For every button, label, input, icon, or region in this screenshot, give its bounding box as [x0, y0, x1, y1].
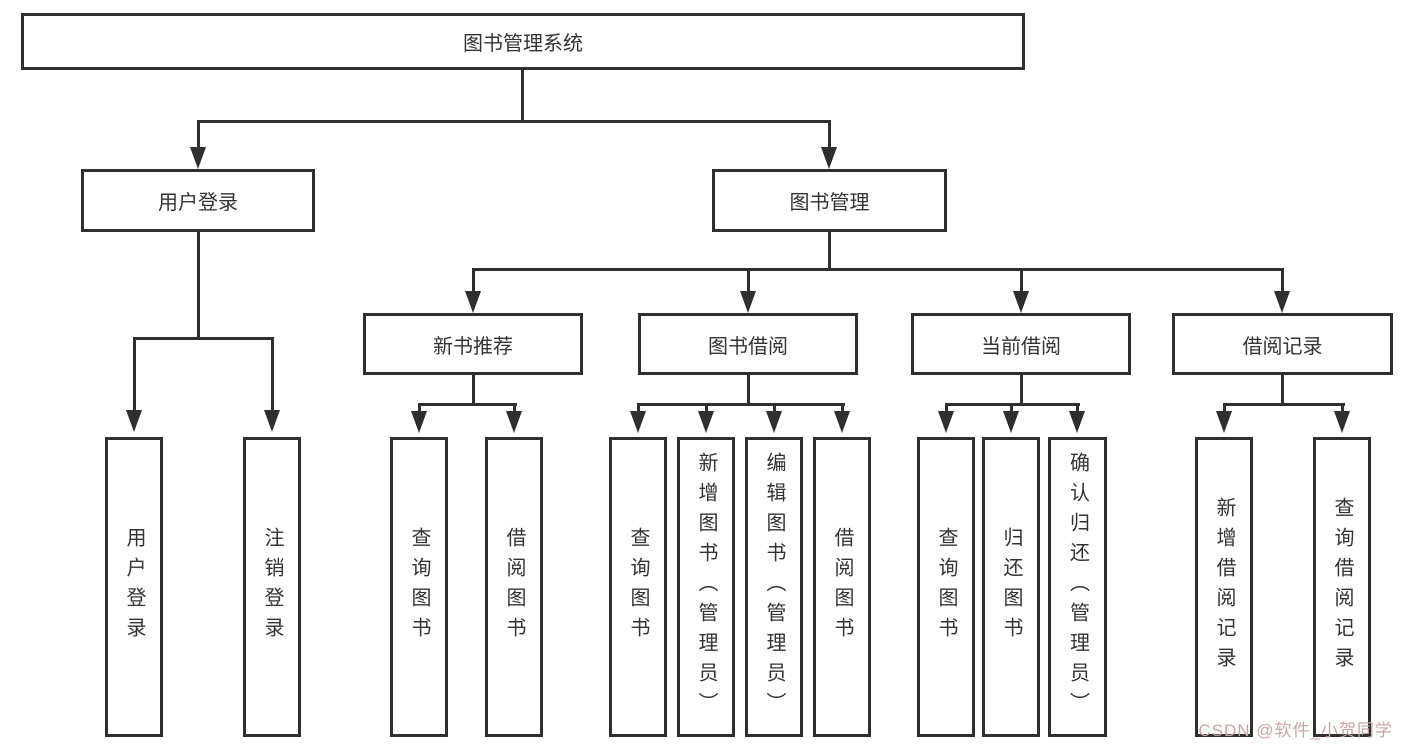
arrow-down-icon [1274, 291, 1290, 313]
leaf-label: 注销登录 [261, 527, 283, 647]
connector-line [1341, 403, 1344, 413]
connector-line [133, 337, 136, 412]
arrow-down-icon [630, 411, 646, 433]
arrow-down-icon [264, 410, 280, 432]
arrow-down-icon [1216, 411, 1232, 433]
connector-line [1010, 403, 1013, 413]
node-borrow-records: 借阅记录 [1172, 313, 1393, 375]
arrow-down-icon [1069, 411, 1085, 433]
connector-line [1020, 268, 1023, 294]
arrow-down-icon [1003, 411, 1019, 433]
connector-line [773, 403, 776, 413]
connector-line [513, 403, 516, 413]
connector-line [637, 403, 640, 413]
arrow-down-icon [411, 411, 427, 433]
leaf-label: 查询图书 [935, 527, 957, 647]
node-new-book-recommend-label: 新书推荐 [433, 335, 513, 358]
connector-line [133, 337, 274, 340]
leaf-label: 新增图书（管理员） [695, 452, 717, 722]
arrow-down-icon [834, 411, 850, 433]
connector-line [637, 403, 845, 406]
node-book-management: 图书管理 [712, 169, 947, 232]
connector-line [197, 120, 200, 149]
connector-line [945, 403, 948, 413]
connector-line [197, 120, 831, 123]
node-book-management-label: 图书管理 [789, 192, 870, 214]
leaf-label: 编辑图书（管理员） [763, 452, 785, 722]
connector-line [521, 70, 524, 121]
connector-line [841, 403, 844, 413]
connector-line [1076, 403, 1079, 413]
node-root-label: 图书管理系统 [463, 33, 583, 55]
arrow-down-icon [938, 411, 954, 433]
connector-line [472, 268, 1284, 271]
leaf-edit-books-admin: 编辑图书（管理员） [745, 437, 803, 737]
connector-line [828, 232, 831, 269]
arrow-down-icon [1334, 411, 1350, 433]
node-root: 图书管理系统 [21, 13, 1025, 70]
node-current-borrow-label: 当前借阅 [981, 335, 1061, 358]
connector-line [271, 337, 274, 412]
leaf-borrow-books: 借阅图书 [813, 437, 871, 737]
arrow-down-icon [698, 411, 714, 433]
arrow-down-icon [190, 147, 206, 169]
connector-line [1281, 268, 1284, 294]
leaf-borrow-books-recommend: 借阅图书 [485, 437, 543, 737]
node-user-login-label: 用户登录 [158, 192, 238, 214]
arrow-down-icon [506, 411, 522, 433]
connector-line [1281, 375, 1284, 404]
leaf-return-books: 归还图书 [982, 437, 1040, 737]
leaf-label: 借阅图书 [831, 527, 853, 647]
leaf-label: 查询借阅记录 [1331, 497, 1353, 677]
leaf-label: 借阅图书 [503, 527, 525, 647]
arrow-down-icon [126, 410, 142, 432]
leaf-query-borrow-record: 查询借阅记录 [1313, 437, 1371, 737]
leaf-label: 归还图书 [1000, 527, 1022, 647]
csdn-watermark: CSDN @软件_小贺同学 [1198, 721, 1393, 740]
connector-line [828, 120, 831, 149]
leaf-label: 查询图书 [627, 527, 649, 647]
node-book-borrow-label: 图书借阅 [708, 335, 788, 358]
connector-line [747, 375, 750, 404]
arrow-down-icon [740, 291, 756, 313]
node-user-login: 用户登录 [81, 169, 315, 232]
leaf-add-books-admin: 新增图书（管理员） [677, 437, 735, 737]
leaf-label: 新增借阅记录 [1213, 497, 1235, 677]
leaf-label: 查询图书 [408, 527, 430, 647]
node-borrow-records-label: 借阅记录 [1242, 335, 1323, 358]
arrow-down-icon [465, 291, 481, 313]
connector-line [472, 375, 475, 404]
node-book-borrow: 图书借阅 [638, 313, 858, 375]
connector-line [1223, 403, 1345, 406]
leaf-query-books-recommend: 查询图书 [390, 437, 448, 737]
connector-line [472, 268, 475, 294]
leaf-query-books-current: 查询图书 [917, 437, 975, 737]
connector-line [1223, 403, 1226, 413]
connector-line [418, 403, 517, 406]
arrow-down-icon [766, 411, 782, 433]
leaf-user-login: 用户登录 [105, 437, 163, 737]
leaf-label: 确认归还（管理员） [1066, 452, 1089, 722]
leaf-query-books-borrow: 查询图书 [609, 437, 667, 737]
node-current-borrow: 当前借阅 [911, 313, 1131, 375]
leaf-label: 用户登录 [123, 527, 145, 647]
connector-line [1020, 375, 1023, 404]
connector-line [705, 403, 708, 413]
arrow-down-icon [1013, 291, 1029, 313]
leaf-logout: 注销登录 [243, 437, 301, 737]
node-new-book-recommend: 新书推荐 [363, 313, 583, 375]
arrow-down-icon [821, 147, 837, 169]
connector-line [747, 268, 750, 294]
connector-line [418, 403, 421, 413]
leaf-add-borrow-record: 新增借阅记录 [1195, 437, 1253, 737]
connector-line [197, 232, 200, 338]
leaf-confirm-return-admin: 确认归还（管理员） [1048, 437, 1107, 737]
